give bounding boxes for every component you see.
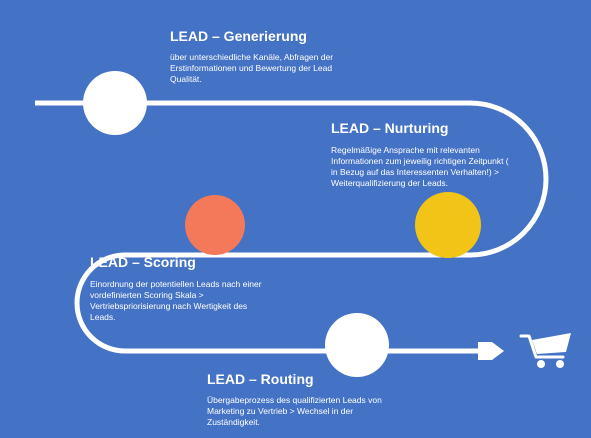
stage-description-nurturing: Regelmäßige Ansprache mit relevanten Inf… xyxy=(331,145,509,188)
stage-description-generierung: über unterschiedliche Kanäle, Abfragen d… xyxy=(170,52,334,84)
stage-title-scoring: LEAD – Scoring xyxy=(90,254,196,270)
stage-title-nurturing: LEAD – Nurturing xyxy=(331,120,449,136)
stage-circle-scoring xyxy=(185,195,245,255)
stage-title-routing: LEAD – Routing xyxy=(207,371,314,387)
stage-circle-nurturing xyxy=(415,192,481,258)
stage-description-scoring: Einordnung der potentiellen Leads nach e… xyxy=(90,279,262,322)
stage-description-routing: Übergabeprozess des qualifizierten Leads… xyxy=(207,395,382,427)
stage-circle-generierung xyxy=(83,71,147,135)
path-arrow-head xyxy=(478,342,504,360)
shopping-cart-icon xyxy=(519,333,571,368)
stage-circle-routing xyxy=(325,313,389,377)
process-path xyxy=(35,100,549,354)
stage-title-generierung: LEAD – Generierung xyxy=(170,28,307,44)
